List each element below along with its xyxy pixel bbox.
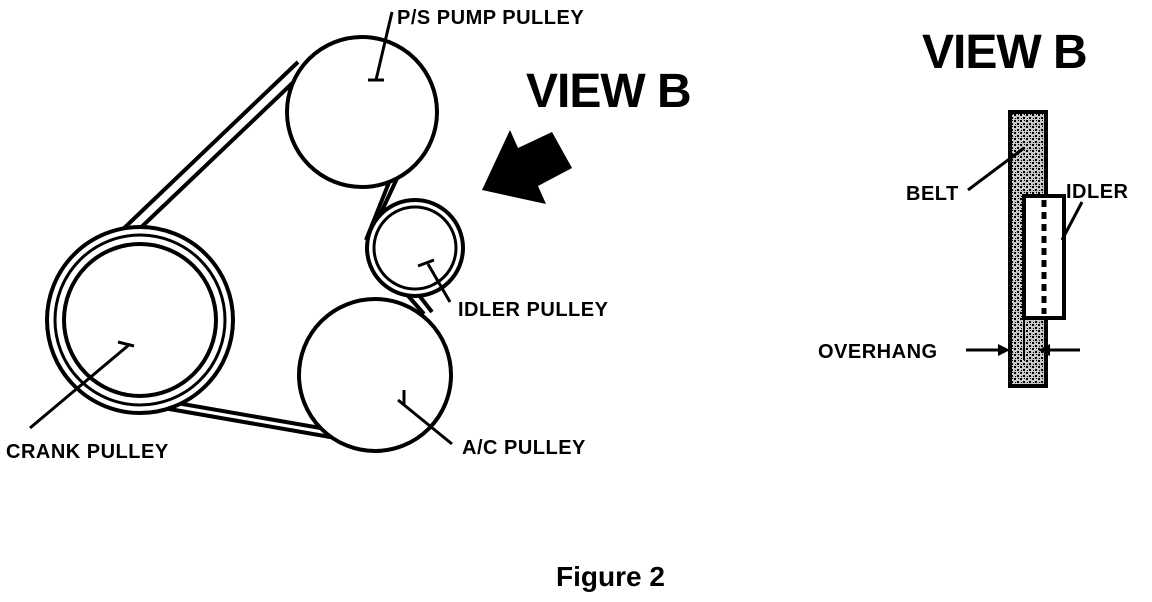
belt-label: BELT bbox=[906, 183, 959, 205]
crank-pulley bbox=[45, 225, 235, 415]
view-b-main-title: VIEW B bbox=[526, 65, 691, 118]
ps-pump-pulley-label: P/S PUMP PULLEY bbox=[397, 7, 584, 29]
leader-lines bbox=[29, 11, 453, 446]
overhang-label: OVERHANG bbox=[818, 341, 938, 363]
figure-caption: Figure 2 bbox=[556, 561, 665, 592]
crank-pulley-label: CRANK PULLEY bbox=[6, 441, 169, 463]
ac-pulley bbox=[297, 297, 453, 453]
idler-pulley-label: IDLER PULLEY bbox=[458, 299, 609, 321]
ac-pulley-label: A/C PULLEY bbox=[462, 437, 586, 459]
idler-label: IDLER bbox=[1066, 181, 1129, 203]
view-b-arrow bbox=[482, 130, 572, 204]
ps-pump-pulley bbox=[285, 35, 439, 189]
view-b-detail bbox=[966, 110, 1084, 388]
view-b-detail-title: VIEW B bbox=[922, 26, 1087, 79]
idler-pulley bbox=[365, 198, 465, 298]
